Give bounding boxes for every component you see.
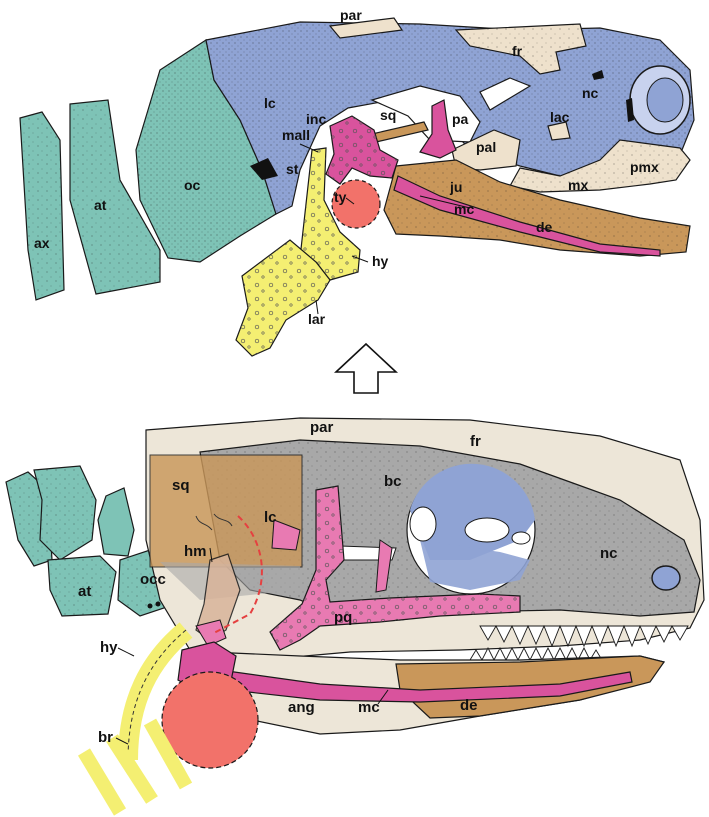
- label-top-inc: inc: [306, 111, 326, 127]
- label-bottom-bc: bc: [384, 473, 402, 490]
- hollow-up-arrow-icon: [336, 344, 396, 393]
- bottom-branchial-arch-3: [84, 752, 120, 812]
- label-top-ju: ju: [449, 179, 462, 195]
- label-top-lac: lac: [550, 109, 570, 125]
- label-top-de: de: [536, 219, 553, 235]
- label-bottom-ang: ang: [288, 699, 315, 716]
- label-bottom-fr: fr: [470, 433, 481, 450]
- label-bottom-pq: pq: [334, 609, 352, 626]
- label-top-pal: pal: [476, 139, 496, 155]
- label-top-nc: nc: [582, 85, 599, 101]
- label-bottom-mc: mc: [358, 699, 380, 716]
- label-top-mx: mx: [568, 177, 588, 193]
- label-bottom-br: br: [98, 729, 113, 746]
- label-top-sq: sq: [380, 107, 396, 123]
- label-bottom-lc: lc: [264, 509, 277, 526]
- top-squamosal: [372, 122, 428, 142]
- bottom-squamosal: [150, 455, 302, 567]
- label-top-lc: lc: [264, 95, 276, 111]
- label-bottom-par: par: [310, 419, 334, 436]
- label-top-pa: pa: [452, 111, 469, 127]
- label-top-fr: fr: [512, 43, 523, 59]
- label-bottom-occ: occ: [140, 571, 166, 588]
- label-top-ax: ax: [34, 235, 50, 251]
- label-top-st: st: [286, 161, 299, 177]
- top-skull-mammal: [20, 18, 694, 356]
- label-top-mc: mc: [454, 201, 474, 217]
- label-top-ty: ty: [334, 189, 347, 205]
- label-top-hy: hy: [372, 253, 389, 269]
- bottom-nostril: [652, 566, 680, 590]
- label-bottom-nc: nc: [600, 545, 618, 562]
- label-top-pmx: pmx: [630, 159, 659, 175]
- label-bottom-hm: hm: [184, 543, 207, 560]
- label-top-lar: lar: [308, 311, 326, 327]
- label-bottom-sq: sq: [172, 477, 190, 494]
- label-bottom-at: at: [78, 583, 91, 600]
- label-bottom-hy: hy: [100, 639, 118, 656]
- top-axis-vertebra-dots: [20, 112, 64, 300]
- label-top-mall: mall: [282, 127, 310, 143]
- label-top-par: par: [340, 7, 362, 23]
- bottom-skull-reptile: [6, 418, 704, 812]
- label-bottom-de: de: [460, 697, 478, 714]
- label-top-at: at: [94, 197, 107, 213]
- label-top-oc: oc: [184, 177, 201, 193]
- bottom-vertebra-3: [98, 488, 134, 556]
- bottom-tympanum: [162, 672, 258, 768]
